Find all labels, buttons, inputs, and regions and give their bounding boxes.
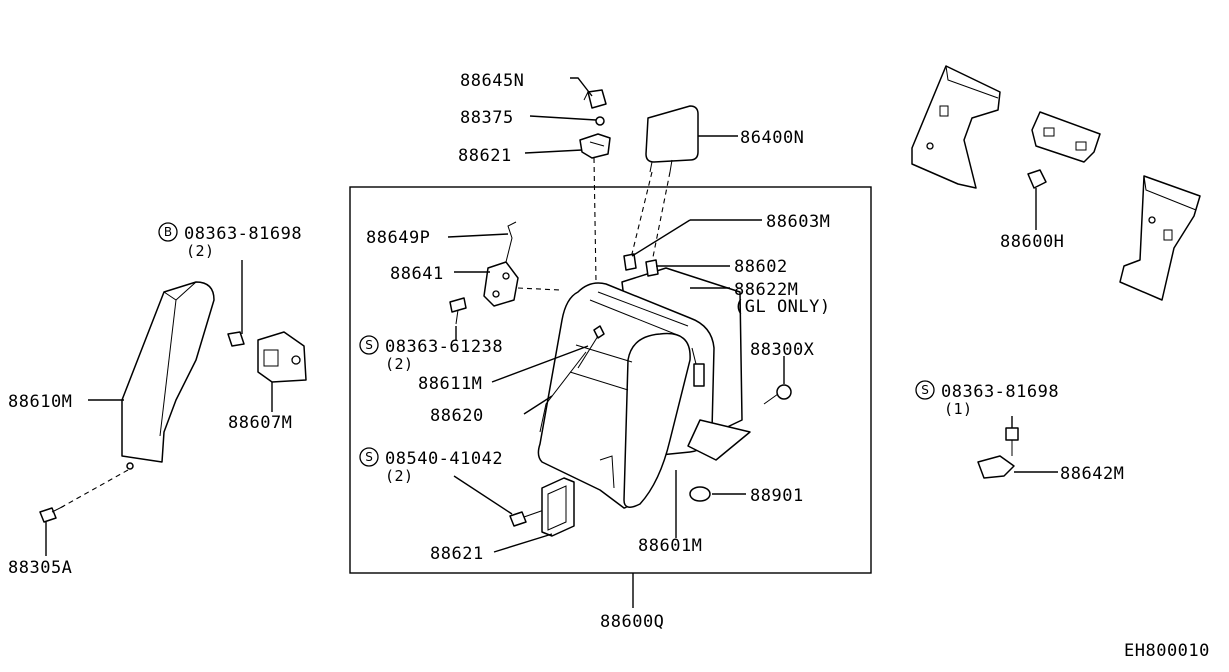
side-trim-88610M (59, 281, 215, 509)
bolt-08540 (509, 509, 545, 527)
assembly-frame (349, 186, 872, 574)
lower-guide (541, 477, 575, 537)
label-88649P: 88649P (366, 228, 430, 248)
s-callout-symbol-81698: S (915, 380, 935, 400)
s-callout-symbol-61238: S (359, 335, 379, 355)
seat-back-assembly (537, 267, 751, 509)
bolt-88305A (39, 505, 65, 523)
label-88607M: 88607M (228, 413, 292, 433)
leader-88645N (570, 77, 593, 97)
s-symbol-text: S (921, 383, 929, 397)
label-88620: 88620 (430, 406, 484, 426)
label-qty-61238: (2) (385, 355, 414, 373)
label-88641: 88641 (390, 264, 444, 284)
leader-88603M (631, 219, 691, 257)
label-88375: 88375 (460, 108, 514, 128)
brackets-88600H (911, 65, 1201, 301)
bolt-88642M (977, 427, 1019, 479)
headrest-guide-parts (579, 89, 611, 283)
leader-88621-bottom (493, 533, 553, 553)
s-callout-symbol-41042: S (359, 447, 379, 467)
label-88601M: 88601M (638, 536, 702, 556)
label-88603M: 88603M (766, 212, 830, 232)
label-88305A: 88305A (8, 558, 72, 578)
b-callout-symbol: B (158, 222, 178, 242)
label-86400N: 86400N (740, 128, 804, 148)
bracket-88607M (227, 331, 307, 383)
label-08540-41042: 08540-41042 (385, 449, 503, 469)
latch-parts (449, 221, 561, 325)
label-qty-b81698: (2) (186, 242, 215, 260)
rods (539, 325, 605, 433)
label-08363-61238: 08363-61238 (385, 337, 503, 357)
label-88602: 88602 (734, 257, 788, 277)
label-qty-s81698: (1) (944, 400, 973, 418)
label-88611M: 88611M (418, 374, 482, 394)
leader-88621-top (524, 149, 583, 154)
leader-88620 (523, 395, 553, 415)
label-88600Q: 88600Q (600, 612, 664, 632)
leader-88611M (491, 345, 589, 383)
label-88901: 88901 (750, 486, 804, 506)
label-88621-bottom: 88621 (430, 544, 484, 564)
headrest-part (629, 105, 699, 263)
label-gl-only: (GL ONLY) (734, 297, 831, 317)
label-88642M: 88642M (1060, 464, 1124, 484)
label-88645N: 88645N (460, 71, 524, 91)
leader-88375 (529, 115, 597, 121)
label-08363-81698-b: 08363-81698 (184, 224, 302, 244)
leader-88649P (447, 233, 509, 238)
s-symbol-text: S (365, 338, 373, 352)
label-88600H: 88600H (1000, 232, 1064, 252)
label-qty-41042: (2) (385, 467, 414, 485)
label-88622M: 88622M (734, 280, 798, 300)
headrest-holders (623, 253, 659, 277)
diagram-code: EH800010 (1124, 641, 1210, 661)
label-88300X: 88300X (750, 340, 815, 360)
s-symbol-text: S (365, 450, 373, 464)
leader-08540-41042 (453, 475, 513, 515)
ring-88901 (689, 486, 711, 502)
label-88621-top: 88621 (458, 146, 512, 166)
b-symbol-text: B (164, 225, 172, 239)
label-08363-81698-s: 08363-81698 (941, 382, 1059, 402)
screw-88300X (763, 384, 792, 405)
label-88610M: 88610M (8, 392, 72, 412)
